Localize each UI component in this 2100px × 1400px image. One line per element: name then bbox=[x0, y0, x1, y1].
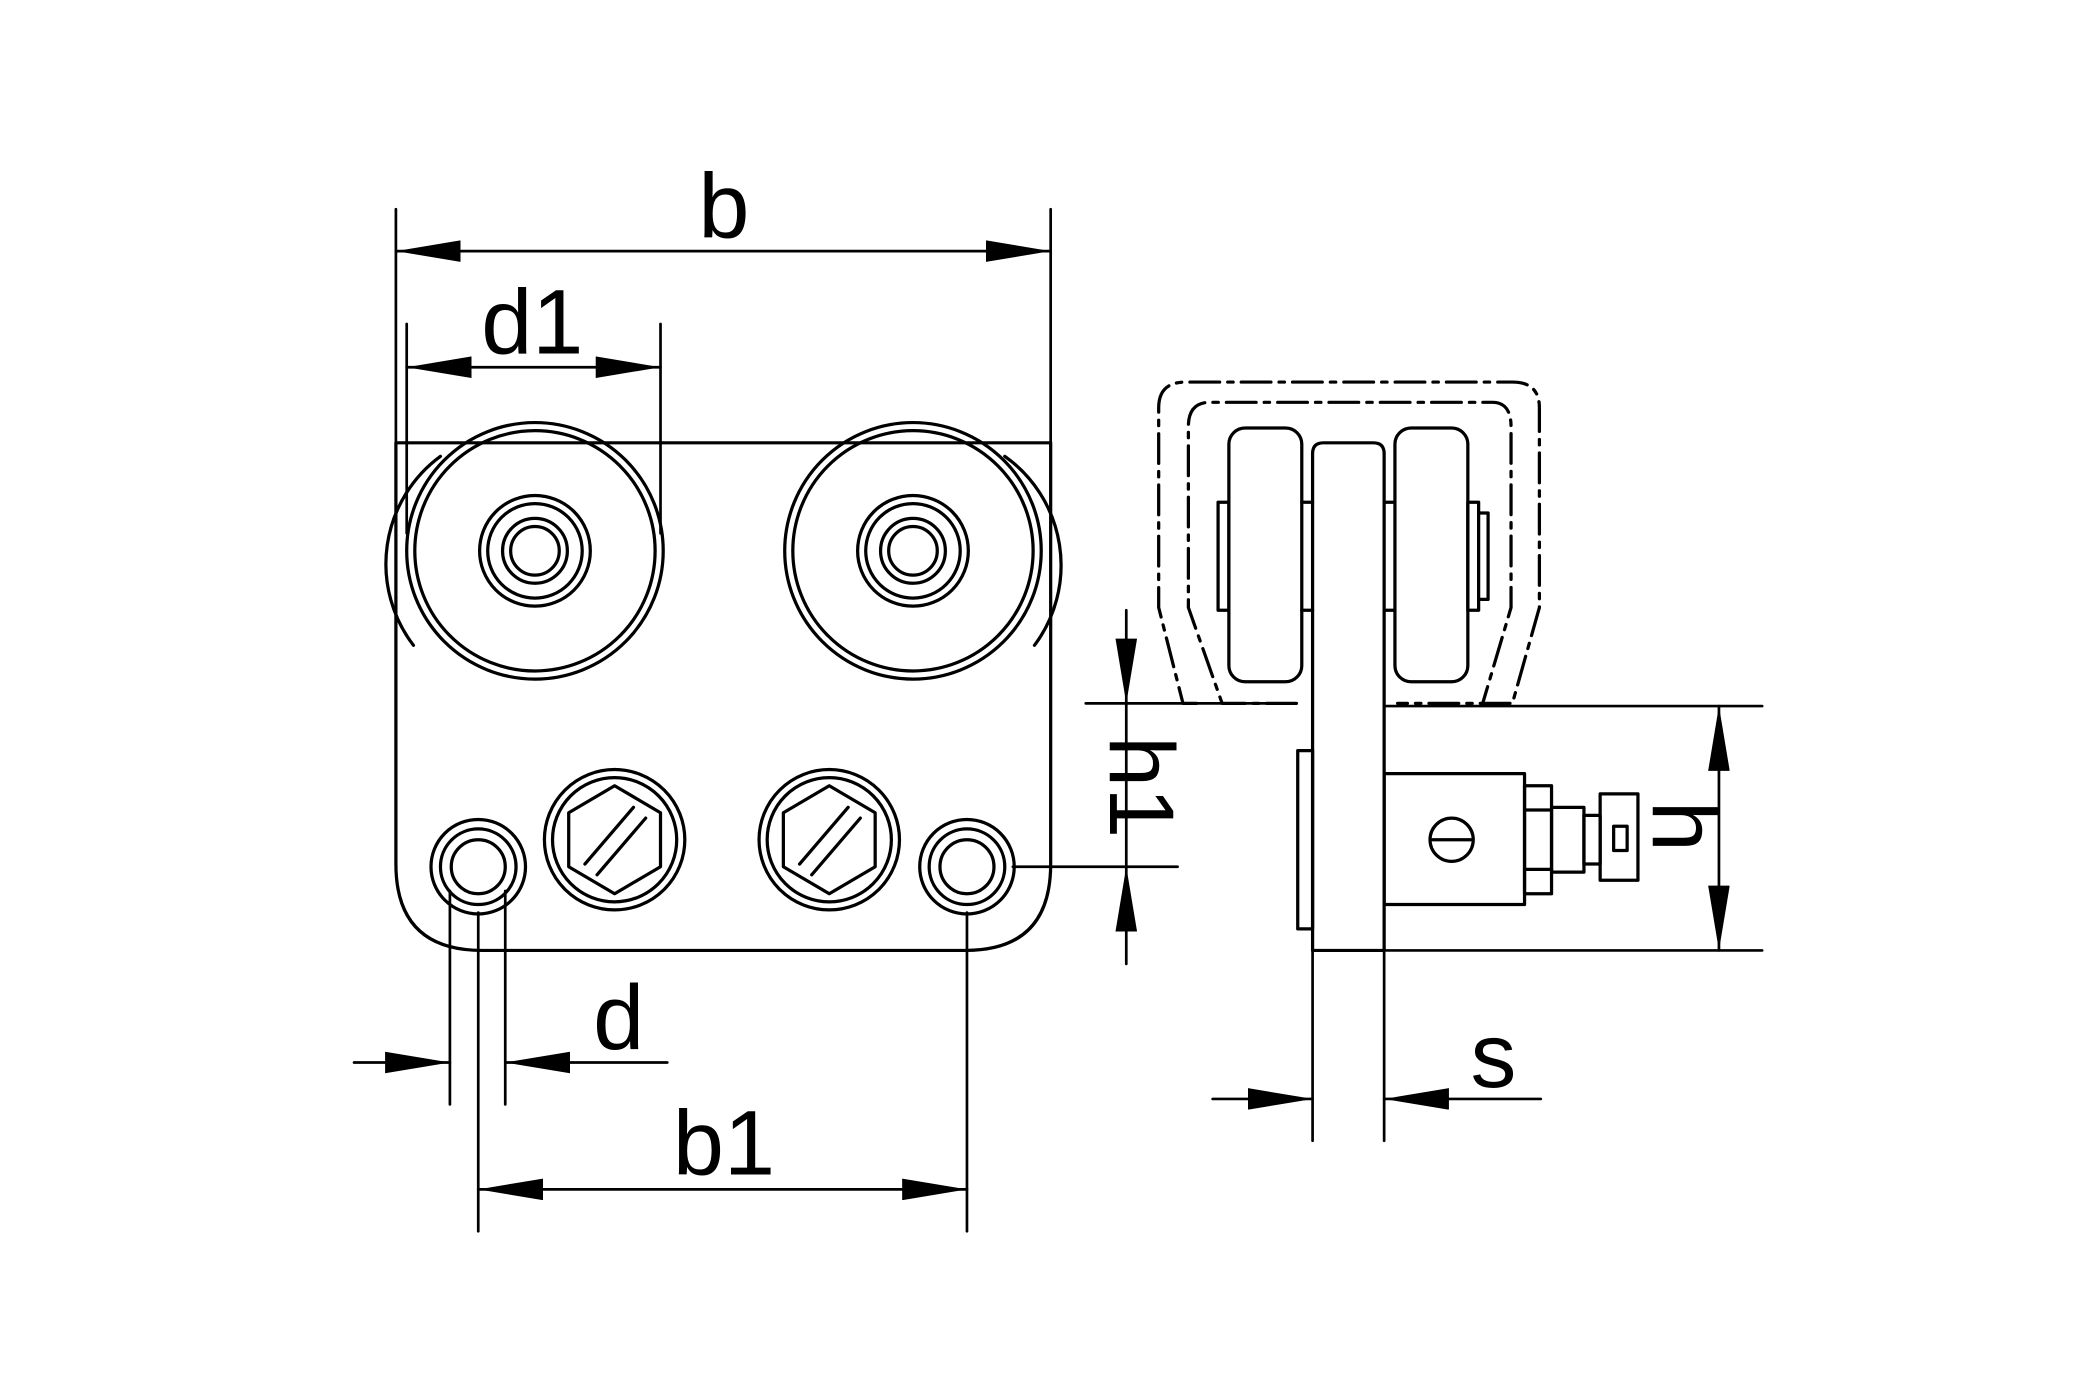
hole-right bbox=[918, 817, 1016, 916]
label-h1: h1 bbox=[1090, 736, 1192, 838]
roller-left bbox=[384, 420, 665, 681]
dimension-labels: b d1 d b1 h1 h s bbox=[481, 156, 1735, 1195]
dimension-lines-front bbox=[352, 207, 1298, 1233]
label-s: s bbox=[1471, 1005, 1517, 1107]
plate-outline bbox=[394, 441, 1053, 953]
label-d: d bbox=[593, 967, 644, 1069]
eccentric-bolt-left bbox=[542, 767, 687, 912]
label-d1: d1 bbox=[481, 272, 583, 374]
label-h: h bbox=[1633, 801, 1735, 852]
side-eccentric-bolt bbox=[1296, 749, 1640, 931]
side-view bbox=[1157, 380, 1640, 953]
hole-left bbox=[429, 817, 528, 916]
label-b1: b1 bbox=[673, 1093, 775, 1195]
eccentric-bolt-right bbox=[757, 767, 902, 912]
roller-right bbox=[783, 420, 1063, 681]
front-view bbox=[384, 420, 1063, 953]
dimension-lines-side bbox=[1211, 704, 1764, 1143]
label-b: b bbox=[698, 156, 749, 258]
rail-profile-inner bbox=[1186, 400, 1513, 705]
side-wheel-left bbox=[1227, 426, 1304, 684]
rail-profile-outer bbox=[1157, 380, 1542, 705]
side-plate bbox=[1310, 441, 1386, 953]
side-wheel-right bbox=[1393, 426, 1470, 684]
